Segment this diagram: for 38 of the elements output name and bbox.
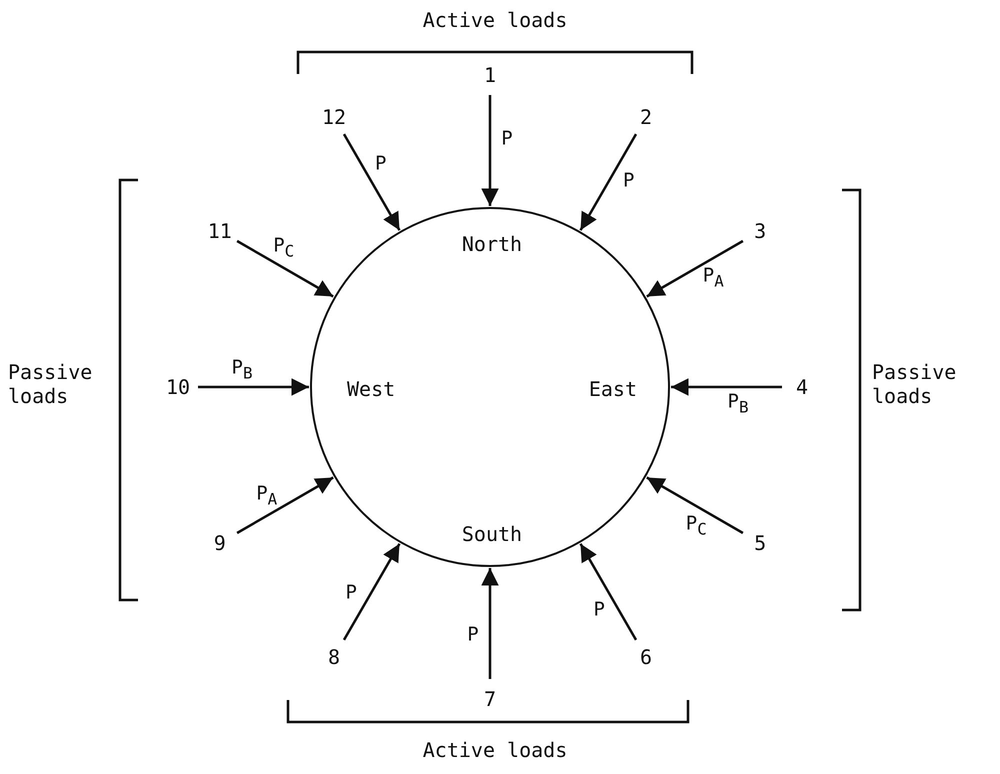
compass-label: East (588, 377, 637, 401)
edge-label: P$_{A}$ (702, 266, 724, 290)
number-label: 9 (214, 531, 226, 555)
arrow (236, 240, 334, 298)
arrow (236, 476, 334, 534)
arrow (646, 476, 744, 534)
edge-label: P$_{B}$ (232, 358, 252, 382)
arrow (579, 133, 638, 231)
arrow (342, 543, 401, 641)
compass-label: North (462, 232, 522, 256)
number-label: 7 (484, 687, 496, 711)
number-label: 12 (322, 104, 346, 129)
edge-label: P$_{C}$ (686, 514, 707, 538)
number-label: 4 (796, 375, 808, 399)
bracket-label: Passive loads (8, 360, 94, 408)
compass-label: South (462, 522, 522, 546)
number-label: 5 (754, 531, 766, 555)
arrow (342, 133, 401, 231)
number-label: 6 (640, 645, 652, 670)
arrow (481, 568, 499, 679)
edge-label: P$_{C}$ (273, 236, 294, 260)
arrow (579, 543, 638, 641)
number-label: 3 (754, 219, 766, 243)
number-label: 10 (166, 375, 190, 399)
number-label: 11 (208, 219, 232, 243)
arrow (198, 378, 309, 396)
number-label: 8 (328, 645, 340, 670)
bracket-label: Active loads (422, 8, 568, 32)
arrow (646, 240, 744, 298)
bracket-label: Passive loads (872, 360, 958, 408)
arrow (671, 378, 782, 396)
number-label: 1 (484, 63, 496, 87)
edge-label: P$_{B}$ (728, 392, 748, 416)
bracket-label: Active loads (422, 738, 568, 762)
circle (310, 207, 670, 567)
number-label: 2 (640, 104, 652, 129)
arrow (481, 95, 499, 206)
compass-label: West (347, 377, 396, 401)
